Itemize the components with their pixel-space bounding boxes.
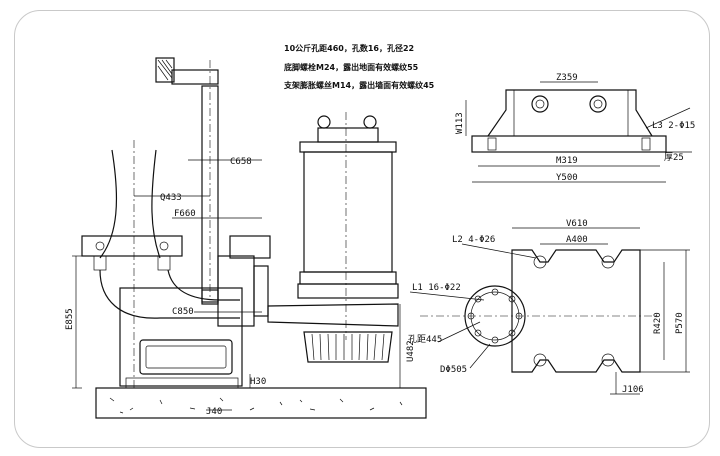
ground-slab bbox=[95, 387, 427, 419]
dim-j106: J106 bbox=[622, 385, 644, 395]
dim-q433: Q433 bbox=[160, 193, 182, 203]
dim-c850: C850 bbox=[172, 307, 194, 317]
dim-j40: J40 bbox=[206, 407, 222, 417]
dim-w113: W113 bbox=[455, 112, 465, 134]
note-line-2: 底脚螺栓M24，露出地面有效螺纹55 bbox=[283, 62, 419, 72]
dim-h30: H30 bbox=[250, 377, 266, 387]
note-line-3: 支架膨胀螺丝M14，露出墙面有效螺纹45 bbox=[283, 80, 435, 90]
dim-v610: V610 bbox=[566, 219, 588, 229]
dim-d505: DΦ505 bbox=[440, 365, 467, 375]
dim-z359: Z359 bbox=[556, 73, 578, 83]
dim-l1: L1 16-Φ22 bbox=[412, 283, 461, 293]
base-plan-view bbox=[409, 227, 690, 395]
dim-f660: F660 bbox=[174, 209, 196, 219]
note-line-1: 10公斤孔距460，孔数16，孔径22 bbox=[284, 43, 414, 53]
dim-hole-spacing-445: 孔距445 bbox=[408, 334, 442, 345]
dim-u482: U482 bbox=[406, 340, 416, 362]
dim-r420: R420 bbox=[653, 312, 663, 334]
dim-l2: L2 4-Φ26 bbox=[452, 235, 495, 245]
dim-thickness-25: 厚25 bbox=[664, 152, 684, 163]
dim-y500: Y500 bbox=[556, 173, 578, 183]
bracket-view bbox=[465, 81, 692, 183]
dim-a400: A400 bbox=[566, 235, 588, 245]
drawing-frame bbox=[14, 10, 710, 448]
dim-c658: C658 bbox=[230, 157, 252, 167]
pump-assembly-view bbox=[72, 57, 427, 419]
dim-p570: P570 bbox=[675, 312, 685, 334]
dim-l3: L3 2-Φ15 bbox=[652, 121, 695, 131]
dim-e855: E855 bbox=[65, 308, 75, 330]
dim-m319: M319 bbox=[556, 156, 578, 166]
